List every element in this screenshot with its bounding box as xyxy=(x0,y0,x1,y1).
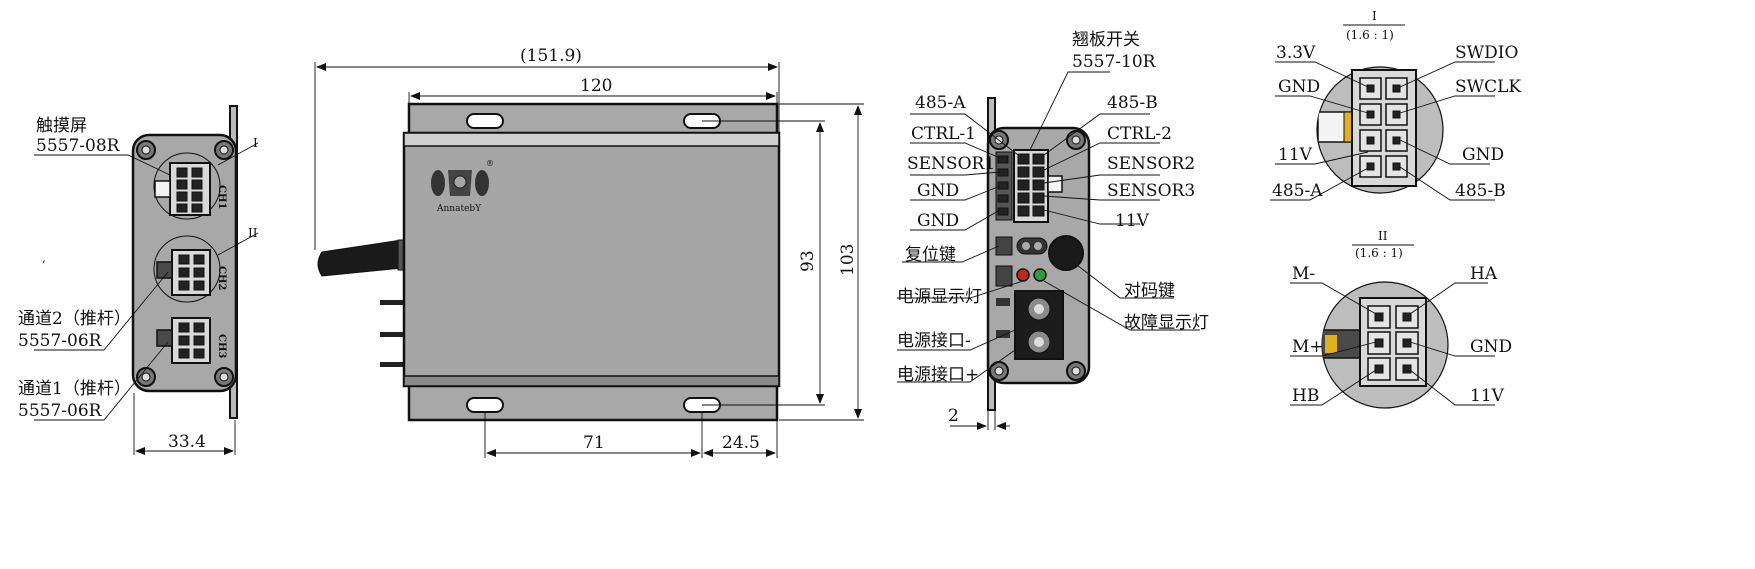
dip-switch-part: 5557-10R xyxy=(1072,52,1157,72)
ch2-connector xyxy=(156,249,211,296)
sensor1-label: SENSOR1 xyxy=(907,154,995,174)
pin-485b-label: 485-B xyxy=(1107,93,1158,113)
detail-i-swdio: SWDIO xyxy=(1455,43,1518,63)
channel2-label: 通道2（推杆） xyxy=(18,309,131,329)
pair-button xyxy=(1048,235,1084,271)
detail-i-gnd-left: GND xyxy=(1278,77,1320,97)
touch-screen-part: 5557-08R xyxy=(36,136,121,156)
detail-i-scale: (1.6 : 1) xyxy=(1346,28,1394,42)
detail-marker-ii: II xyxy=(248,226,258,240)
detail-i-title: I xyxy=(1372,9,1377,23)
detail-ii-m-plus: M+ xyxy=(1292,337,1324,357)
mount-slot-bl xyxy=(466,397,504,413)
detail-i-3v3: 3.3V xyxy=(1276,43,1316,63)
detail-ii-scale: (1.6 : 1) xyxy=(1355,246,1403,260)
left-width-dim: 33.4 xyxy=(168,432,206,452)
detail-i: I (1.6 : 1) 3.3V GND 11V 485-A SWDIO SWC… xyxy=(1270,9,1521,201)
detail-ii-11v: 11V xyxy=(1470,386,1505,406)
power-pos-label: 电源接口+ xyxy=(897,365,979,385)
gnd1-label: GND xyxy=(917,181,959,201)
fault-led-label: 故障显示灯 xyxy=(1124,313,1209,333)
ctrl2-label: CTRL-2 xyxy=(1107,124,1172,144)
channel1-label: 通道1（推杆） xyxy=(18,379,131,399)
side-mark-ch2: CH2 xyxy=(216,266,227,290)
detail-i-485a: 485-A xyxy=(1272,181,1323,201)
top-view: AnnatebY ® (151.9) 120 93 103 71 24.5 xyxy=(314,46,864,458)
detail-i-485b: 485-B xyxy=(1455,181,1506,201)
detail-i-11v: 11V xyxy=(1278,145,1313,165)
touch-connector xyxy=(154,162,211,216)
reset-button xyxy=(1016,237,1048,255)
power-neg-label: 电源接口- xyxy=(897,331,971,351)
detail-ii-ha: HA xyxy=(1470,264,1498,284)
sensor2-label: SENSOR2 xyxy=(1107,154,1195,174)
fault-led xyxy=(1033,268,1047,282)
slot-offset-dim: 24.5 xyxy=(722,433,760,453)
detail-marker-circle-ii xyxy=(153,235,221,303)
pair-button-label: 对码键 xyxy=(1124,281,1175,301)
body-length-dim: 120 xyxy=(580,76,612,96)
gnd2-label: GND xyxy=(917,211,959,231)
logo-registered: ® xyxy=(486,159,494,168)
touch-screen-label: 触摸屏 xyxy=(36,116,87,136)
side-mark-ch3: CH3 xyxy=(216,334,227,358)
ten-pin-connector xyxy=(1013,149,1063,223)
power-led-label: 电源显示灯 xyxy=(897,287,982,307)
detail-i-swclk: SWCLK xyxy=(1455,77,1521,97)
dip-switch xyxy=(995,151,1013,221)
power-led xyxy=(1016,268,1030,282)
v11-label: 11V xyxy=(1115,211,1150,231)
detail-ii-hb: HB xyxy=(1292,386,1319,406)
ch1-connector xyxy=(156,317,211,364)
channel1-part: 5557-06R xyxy=(18,401,103,421)
logo-text: AnnatebY xyxy=(436,204,482,214)
side-mark-ch1: CH1 xyxy=(216,185,227,209)
channel2-part: 5557-06R xyxy=(18,331,103,351)
detail-ii-m-minus: M- xyxy=(1292,264,1315,284)
right-side-view: 翘板开关 5557-10R 485-A 485-B CTRL-1 CTRL-2 … xyxy=(897,30,1209,430)
body-height-dim: 103 xyxy=(838,244,858,276)
left-panel-screws xyxy=(136,140,234,387)
sensor3-label: SENSOR3 xyxy=(1107,181,1195,201)
left-side-view: CH1 CH2 CH3 触摸屏 5557-08R 通道2（推杆） 5557-06… xyxy=(18,105,259,455)
slot-spacing-dim: 71 xyxy=(583,433,605,453)
antenna xyxy=(317,239,403,277)
detail-ii: II (1.6 : 1) M- M+ HB HA GND 11V xyxy=(1290,229,1512,409)
overall-length-dim: (151.9) xyxy=(520,46,582,66)
mount-slot-tl xyxy=(466,113,504,129)
detail-i-gnd-right: GND xyxy=(1462,145,1504,165)
stray-mark: , xyxy=(42,251,46,265)
pin-485a-label: 485-A xyxy=(915,93,966,113)
detail-marker-i: I xyxy=(253,136,258,150)
slot-span-dim: 93 xyxy=(798,250,818,272)
detail-ii-title: II xyxy=(1378,229,1388,243)
detail-ii-gnd: GND xyxy=(1470,337,1512,357)
detail-marker-circle-i xyxy=(153,152,221,220)
brand-logo-icon xyxy=(431,170,489,196)
flange-thickness-dim: 2 xyxy=(948,406,959,426)
reset-button-label: 复位键 xyxy=(905,245,956,265)
dip-switch-label: 翘板开关 xyxy=(1072,30,1140,50)
ctrl1-label: CTRL-1 xyxy=(911,124,976,144)
